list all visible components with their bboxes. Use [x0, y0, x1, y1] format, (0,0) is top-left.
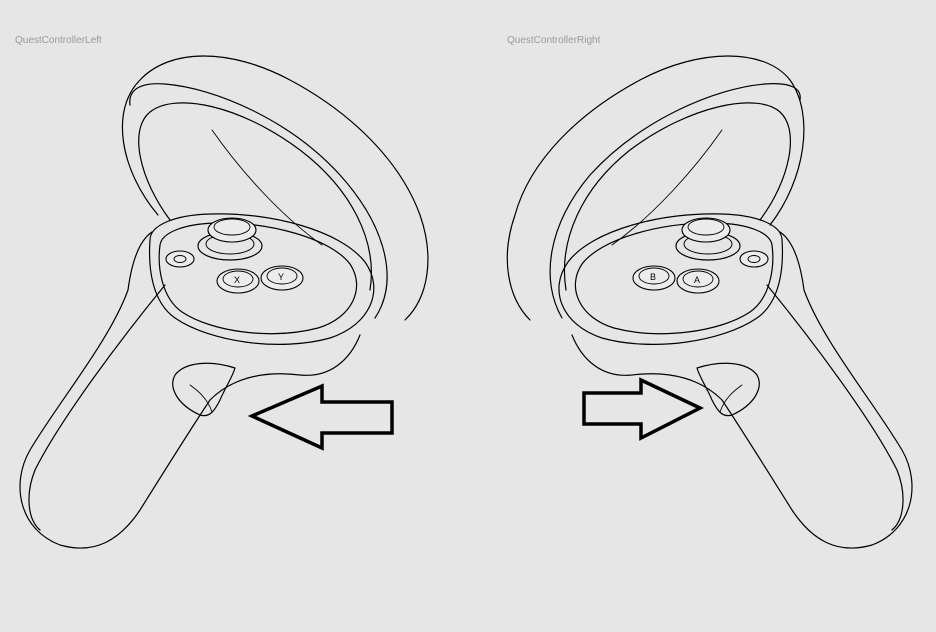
- right-controller: B A: [507, 56, 912, 548]
- left-menu-button: [166, 251, 194, 267]
- left-trigger: [173, 363, 235, 415]
- right-trigger-edge: [720, 385, 742, 412]
- right-b-label: B: [650, 272, 656, 282]
- left-y-label: Y: [278, 272, 284, 282]
- left-controller: X Y: [20, 56, 428, 548]
- right-a-label: A: [694, 275, 700, 285]
- arrow-right-icon: [584, 380, 700, 438]
- left-trigger-edge: [190, 385, 212, 412]
- right-oculus-button: [740, 251, 768, 267]
- arrow-left-icon: [252, 386, 392, 448]
- left-handle-inner: [29, 285, 165, 530]
- right-handle-inner: [767, 285, 903, 530]
- left-x-label: X: [234, 275, 240, 285]
- right-trigger: [697, 363, 759, 415]
- right-handle-outer: [572, 232, 912, 548]
- right-ring-inner-edge: [550, 84, 800, 318]
